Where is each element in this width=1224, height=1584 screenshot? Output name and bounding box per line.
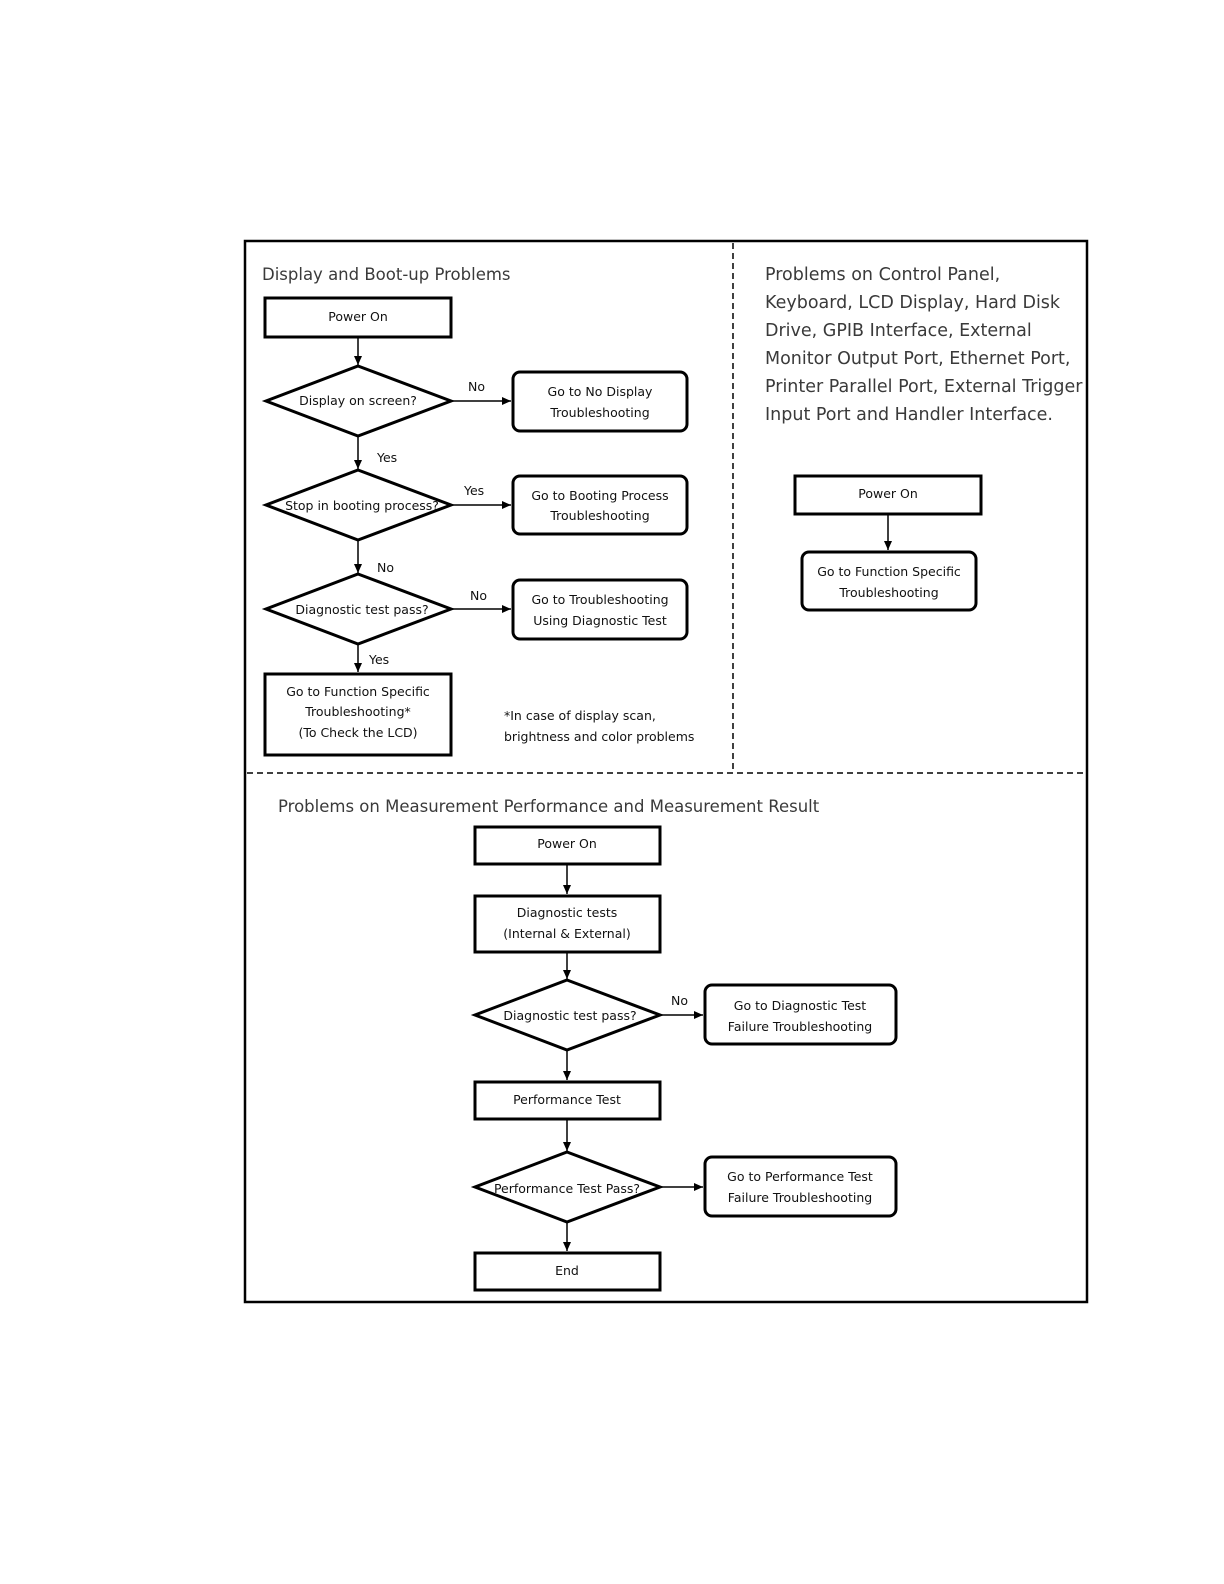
- power-on-label: Power On: [328, 309, 388, 324]
- diagnostic-troubleshooting-label-1: Go to Troubleshooting: [531, 592, 668, 607]
- booting-process-box: [511, 474, 689, 536]
- power-on-box: [473, 825, 662, 866]
- function-specific-label-2: Troubleshooting: [838, 585, 938, 600]
- booting-process-label-1: Go to Booting Process: [531, 488, 668, 503]
- diagnostic-failure-box: [703, 983, 898, 1046]
- no-label: No: [671, 993, 688, 1008]
- control-panel-title-line: Monitor Output Port, Ethernet Port,: [765, 349, 1070, 369]
- no-label: No: [377, 560, 394, 575]
- section-title-measurement: Problems on Measurement Performance and …: [278, 797, 820, 816]
- function-specific-label-1: Go to Function Specific: [286, 684, 430, 699]
- no-display-box: [511, 370, 689, 433]
- function-specific-label-1: Go to Function Specific: [817, 564, 961, 579]
- diagnostic-tests-label-1: Diagnostic tests: [517, 905, 618, 920]
- footnote-line-2: brightness and color problems: [504, 729, 694, 744]
- yes-label: Yes: [463, 483, 484, 498]
- diagnostic-failure-label-1: Go to Diagnostic Test: [734, 998, 867, 1013]
- end-label: End: [555, 1263, 579, 1278]
- function-specific-box: [263, 672, 453, 757]
- function-specific-label-3: (To Check the LCD): [298, 725, 417, 740]
- performance-failure-label-2: Failure Troubleshooting: [728, 1190, 872, 1205]
- diagnostic-troubleshooting-box: [511, 578, 689, 641]
- diagnostic-decision-label: Diagnostic test pass?: [295, 602, 428, 617]
- power-on-box: [263, 296, 453, 339]
- section-display-boot: Display and Boot-up Problems Power On Di…: [261, 265, 694, 757]
- booting-decision-label: Stop in booting process?: [285, 498, 439, 513]
- power-on-label: Power On: [537, 836, 597, 851]
- performance-test-label: Performance Test: [513, 1092, 621, 1107]
- control-panel-title-line: Printer Parallel Port, External Trigger: [765, 377, 1083, 397]
- diagnostic-decision-label: Diagnostic test pass?: [503, 1008, 636, 1023]
- control-panel-title-line: Drive, GPIB Interface, External: [765, 321, 1032, 341]
- yes-label: Yes: [376, 450, 397, 465]
- function-specific-box: [800, 550, 978, 612]
- power-on-label: Power On: [858, 486, 918, 501]
- outer-frame: [243, 239, 1089, 1304]
- performance-test-box: [473, 1080, 662, 1121]
- diagnostic-troubleshooting-label-2: Using Diagnostic Test: [533, 613, 667, 628]
- end-box: [473, 1251, 662, 1292]
- no-display-label-2: Troubleshooting: [549, 405, 649, 420]
- section-control-panel: Problems on Control Panel, Keyboard, LCD…: [765, 265, 1083, 612]
- diagnostic-tests-label-2: (Internal & External): [503, 926, 630, 941]
- performance-failure-box: [703, 1155, 898, 1218]
- performance-failure-label-1: Go to Performance Test: [727, 1169, 873, 1184]
- section-title-display-boot: Display and Boot-up Problems: [262, 265, 511, 284]
- control-panel-title-line: Input Port and Handler Interface.: [765, 405, 1053, 425]
- diagnostic-tests-box: [473, 894, 662, 954]
- booting-process-label-2: Troubleshooting: [549, 508, 649, 523]
- footnote-line-1: *In case of display scan,: [504, 708, 656, 723]
- performance-decision-label: Performance Test Pass?: [494, 1181, 640, 1196]
- display-decision-label: Display on screen?: [299, 393, 417, 408]
- function-specific-label-2: Troubleshooting*: [304, 704, 411, 719]
- no-display-label-1: Go to No Display: [548, 384, 653, 399]
- yes-label: Yes: [368, 652, 389, 667]
- power-on-box: [793, 474, 983, 516]
- diagnostic-failure-label-2: Failure Troubleshooting: [728, 1019, 872, 1034]
- no-label: No: [468, 379, 485, 394]
- no-label: No: [470, 588, 487, 603]
- control-panel-title-line: Keyboard, LCD Display, Hard Disk: [765, 293, 1061, 313]
- control-panel-title-line: Problems on Control Panel,: [765, 265, 1000, 285]
- section-measurement: Problems on Measurement Performance and …: [278, 797, 898, 1292]
